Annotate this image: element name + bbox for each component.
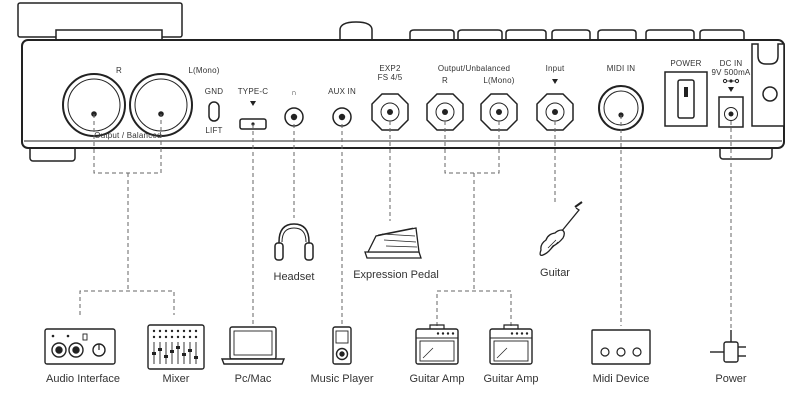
label-midi-device: Midi Device: [593, 373, 650, 385]
line-unbalanced-bracket: [444, 121, 500, 174]
label-unbal-l: L(Mono): [483, 76, 514, 85]
power-rocker-mark: [684, 87, 688, 97]
label-output-balanced: Output / Balanced: [94, 131, 161, 140]
label-type-c: TYPE-C: [238, 87, 269, 96]
gnd-lift-switch[interactable]: GND LIFT: [205, 87, 223, 135]
label-output-unbalanced: Output/Unbalanced: [438, 64, 510, 73]
polarity-icon: [722, 78, 740, 84]
headphones-icon: ∩: [291, 88, 297, 97]
knob-7: [645, 29, 695, 40]
midi-device-icon: [591, 329, 651, 365]
aux-jack-hole: [338, 113, 346, 121]
connection-lines: [79, 114, 732, 330]
label-guitar: Guitar: [540, 267, 570, 279]
knob-6: [597, 29, 637, 40]
power-adapter-icon: [710, 330, 746, 363]
line-interface-mixer-split: [79, 290, 175, 315]
knob-2: [409, 29, 455, 40]
input-arrow-icon: [552, 79, 558, 84]
laptop-icon: [220, 326, 286, 365]
unbal-l-jack-hole: [496, 109, 502, 115]
label-fs45: FS 4/5: [378, 73, 403, 82]
type-c-arrow-icon: [250, 101, 256, 106]
exp2-port[interactable]: EXP2 FS 4/5: [371, 64, 409, 131]
label-out-r: R: [116, 66, 122, 75]
label-exp2: EXP2: [379, 64, 401, 73]
guitar-amp-1-icon: [415, 324, 459, 365]
cable-clip-hole: [762, 86, 778, 102]
guitar-icon: [539, 201, 583, 256]
xlr-r-outer: [62, 73, 126, 137]
power-switch[interactable]: POWER: [664, 59, 708, 127]
label-power: POWER: [670, 59, 701, 68]
knob-3: [457, 29, 503, 40]
gnd-lift-toggle[interactable]: [208, 101, 220, 122]
audio-interface-icon: [44, 328, 116, 365]
label-headset: Headset: [274, 271, 315, 283]
expression-pedal-icon: [364, 227, 422, 259]
unbalanced-outputs: Output/Unbalanced R L(Mono): [426, 64, 518, 131]
power-rocker[interactable]: [677, 79, 695, 119]
label-power-device: Power: [715, 373, 747, 385]
knob-8: [699, 29, 745, 40]
label-guitar-amp-2: Guitar Amp: [483, 373, 538, 385]
line-amps-split: [436, 290, 512, 326]
xlr-l-outer: [129, 73, 193, 137]
label-aux-in: AUX IN: [328, 87, 356, 96]
headphone-jack-hole: [290, 113, 298, 121]
dc-jack-pin: [728, 111, 734, 117]
label-pc-mac: Pc/Mac: [235, 373, 272, 385]
music-player-icon: [332, 326, 352, 365]
dc-arrow-icon: [728, 87, 734, 92]
label-mixer: Mixer: [163, 373, 190, 385]
device-top-edge: [17, 2, 745, 41]
knob-5: [551, 29, 591, 40]
unbal-r-jack-hole: [442, 109, 448, 115]
label-unbal-r: R: [442, 76, 448, 85]
guitar-amp-2-icon: [489, 324, 533, 365]
label-lift: LIFT: [205, 126, 222, 135]
cable-clip-body: [751, 43, 785, 127]
label-dc-spec: 9V 500mA: [712, 68, 751, 77]
mixer-icon: [147, 324, 205, 370]
label-midi-in: MIDI IN: [607, 64, 636, 73]
guitar-input-port[interactable]: Input: [536, 64, 574, 131]
cable-clip: [751, 43, 785, 127]
aux-in-port[interactable]: AUX IN: [328, 87, 356, 127]
top-display-base: [55, 29, 163, 41]
label-input: Input: [546, 64, 565, 73]
label-dc-in: DC IN: [720, 59, 743, 68]
label-music-player: Music Player: [311, 373, 374, 385]
label-gnd: GND: [205, 87, 223, 96]
input-jack-hole: [552, 109, 558, 115]
knob-4: [505, 29, 547, 40]
label-audio-interface: Audio Interface: [46, 373, 120, 385]
dc-jack-ring: [724, 107, 738, 121]
label-guitar-amp-1: Guitar Amp: [409, 373, 464, 385]
exp2-jack-hole: [387, 109, 393, 115]
headset-icon: [274, 223, 314, 261]
knob-1: [339, 21, 373, 40]
label-expression-pedal: Expression Pedal: [353, 269, 439, 281]
label-out-l: L(Mono): [188, 66, 219, 75]
